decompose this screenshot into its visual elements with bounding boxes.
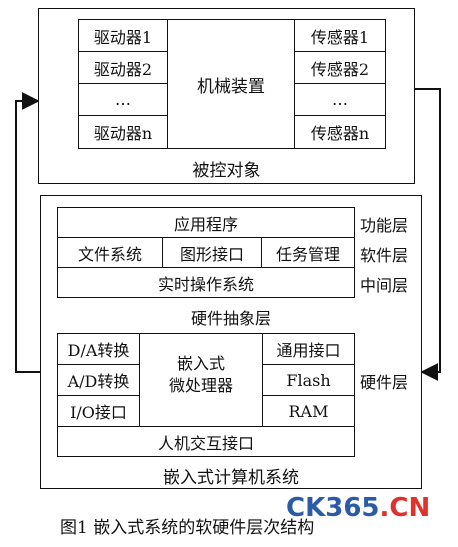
figure-caption: 图1 嵌入式系统的软硬件层次结构	[60, 518, 315, 538]
graphics-interface: 图形接口	[162, 237, 262, 268]
application-layer: 应用程序	[57, 207, 355, 238]
embedded-processor-line2: 微处理器	[168, 376, 233, 395]
mechanism-label: 机械装置	[197, 77, 265, 97]
hmi-interface: 人机交互接口	[57, 426, 355, 457]
flash-memory: Flash	[262, 364, 355, 396]
ad-converter: A/D转换	[57, 364, 140, 396]
actuator-1: 驱动器1	[78, 19, 168, 52]
sensor-1: 传感器1	[294, 19, 386, 52]
hal-layer: 硬件抽象层	[190, 309, 271, 328]
controlled-object-title: 被控对象	[192, 161, 261, 181]
watermark-cn: .CN	[379, 493, 431, 523]
side-label-software: 软件层	[360, 246, 409, 265]
sensor-2: 传感器2	[294, 51, 386, 84]
file-system: 文件系统	[57, 237, 163, 268]
embedded-processor-line1: 嵌入式	[176, 354, 225, 373]
left-feedback-arrow	[15, 92, 40, 373]
right-feedback-arrow	[414, 88, 441, 381]
rtos-layer: 实时操作系统	[57, 267, 355, 298]
ram-memory: RAM	[262, 395, 355, 427]
sensor-ellipsis: …	[294, 83, 386, 116]
side-label-function: 功能层	[360, 216, 409, 235]
embedded-system-title: 嵌入式计算机系统	[163, 468, 299, 488]
da-converter: D/A转换	[57, 333, 140, 365]
watermark: CK365.CN	[286, 493, 430, 523]
watermark-ck365: CK365	[286, 493, 380, 523]
side-label-middle: 中间层	[360, 276, 409, 295]
sensor-n: 传感器n	[294, 115, 386, 149]
actuator-n: 驱动器n	[78, 115, 168, 149]
task-management: 任务管理	[261, 237, 355, 268]
io-interface: I/O接口	[57, 395, 140, 427]
general-interface: 通用接口	[262, 333, 355, 365]
actuator-ellipsis: …	[78, 83, 168, 116]
side-label-hardware: 硬件层	[360, 373, 409, 392]
actuator-2: 驱动器2	[78, 51, 168, 84]
